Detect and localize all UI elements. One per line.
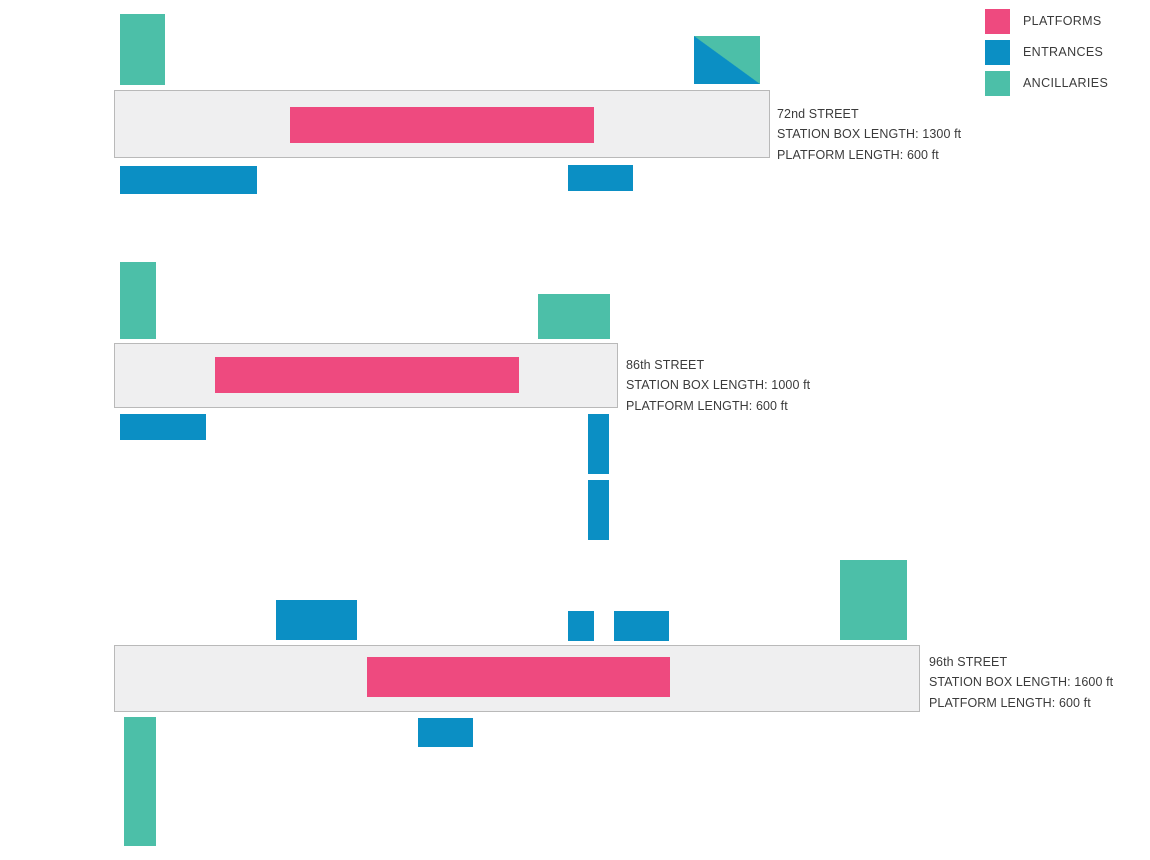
entrance-block-96th-north-west [276, 600, 357, 640]
platform-96th [367, 657, 670, 697]
ancillary-block-86th-east [538, 294, 610, 339]
entrances-swatch-icon [985, 39, 1010, 65]
station-box-length-72nd: STATION BOX LENGTH: 1300 ft [777, 127, 962, 142]
station-caption-86th: 86th STREET STATION BOX LENGTH: 1000 ft … [626, 355, 810, 416]
entrance-block-72nd-west [120, 166, 257, 194]
legend-item-ancillaries: ANCILLARIES [985, 68, 1108, 98]
platform-72nd [290, 107, 594, 143]
platforms-swatch-icon [985, 8, 1010, 34]
platform-86th [215, 357, 519, 393]
legend-label-ancillaries: ANCILLARIES [1023, 76, 1109, 90]
ancillary-block-72nd-west [120, 14, 165, 85]
entrance-block-72nd-east [568, 165, 633, 191]
entrance-block-96th-north-center [568, 611, 594, 641]
legend-item-entrances: ENTRANCES [985, 37, 1108, 67]
ancillary-block-96th-west [124, 717, 156, 846]
station-name-86th: 86th STREET [626, 358, 705, 372]
ancillary-block-96th-east [840, 560, 907, 640]
legend: PLATFORMS ENTRANCES ANCILLARIES [985, 6, 1108, 99]
entrance-block-86th-west [120, 414, 206, 440]
station-name-96th: 96th STREET [929, 655, 1008, 669]
entrance-block-86th-east-lower [588, 480, 609, 540]
platform-length-96th: PLATFORM LENGTH: 600 ft [929, 695, 1091, 710]
ancillaries-swatch-icon [985, 70, 1010, 96]
entrance-block-96th-south [418, 718, 473, 747]
ancillary-block-86th-west [120, 262, 156, 339]
entrance-ancillary-split-block-72nd [694, 36, 760, 84]
station-caption-96th: 96th STREET STATION BOX LENGTH: 1600 ft … [929, 652, 1113, 713]
entrance-block-86th-east-upper [588, 414, 609, 474]
station-box-length-86th: STATION BOX LENGTH: 1000 ft [626, 378, 811, 393]
legend-label-platforms: PLATFORMS [1023, 14, 1102, 28]
station-box-length-96th: STATION BOX LENGTH: 1600 ft [929, 675, 1114, 690]
entrance-block-96th-north-east [614, 611, 669, 641]
legend-label-entrances: ENTRANCES [1023, 45, 1104, 59]
platform-length-72nd: PLATFORM LENGTH: 600 ft [777, 147, 939, 162]
station-name-72nd: 72nd STREET [777, 107, 859, 121]
station-caption-72nd: 72nd STREET STATION BOX LENGTH: 1300 ft … [777, 104, 961, 165]
legend-item-platforms: PLATFORMS [985, 6, 1108, 36]
platform-length-86th: PLATFORM LENGTH: 600 ft [626, 398, 788, 413]
